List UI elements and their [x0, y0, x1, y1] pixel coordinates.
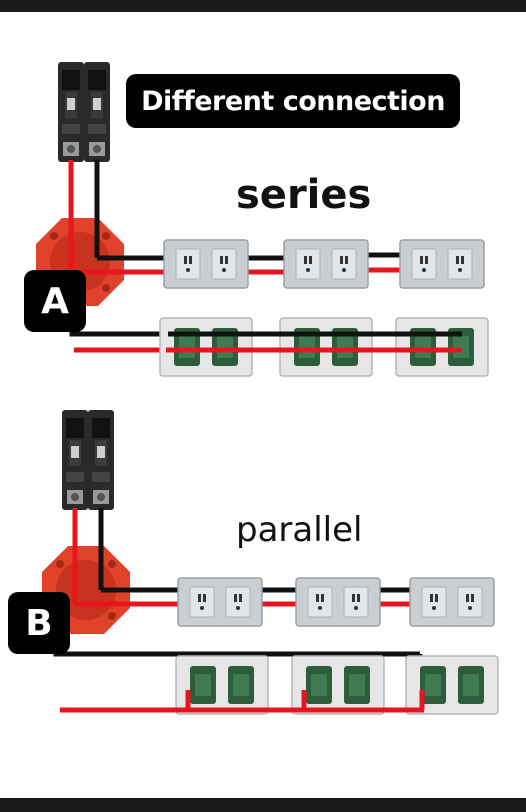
series-label: series	[236, 172, 372, 218]
switch-a3-icon	[395, 317, 489, 377]
outlet-a2-icon	[283, 239, 369, 289]
outlet-a1-icon	[163, 239, 249, 289]
top-frame-bar	[0, 0, 526, 12]
badge-a: A	[24, 270, 86, 332]
outlet-b3-icon	[409, 577, 495, 627]
outlet-b1-icon	[177, 577, 263, 627]
diagram-title: Different connection	[126, 74, 460, 128]
series-section	[36, 62, 489, 377]
outlet-b2-icon	[295, 577, 381, 627]
breaker-b-left-icon	[62, 410, 88, 510]
breaker-a-left-icon	[58, 62, 84, 162]
switch-a1-icon	[159, 317, 253, 377]
parallel-label: parallel	[236, 510, 363, 550]
outlet-a3-icon	[399, 239, 485, 289]
parallel-section	[42, 410, 499, 715]
switch-a2-icon	[279, 317, 373, 377]
badge-b: B	[8, 592, 70, 654]
breaker-a-right-icon	[84, 62, 110, 162]
breaker-b-right-icon	[88, 410, 114, 510]
bottom-frame-bar	[0, 798, 526, 812]
